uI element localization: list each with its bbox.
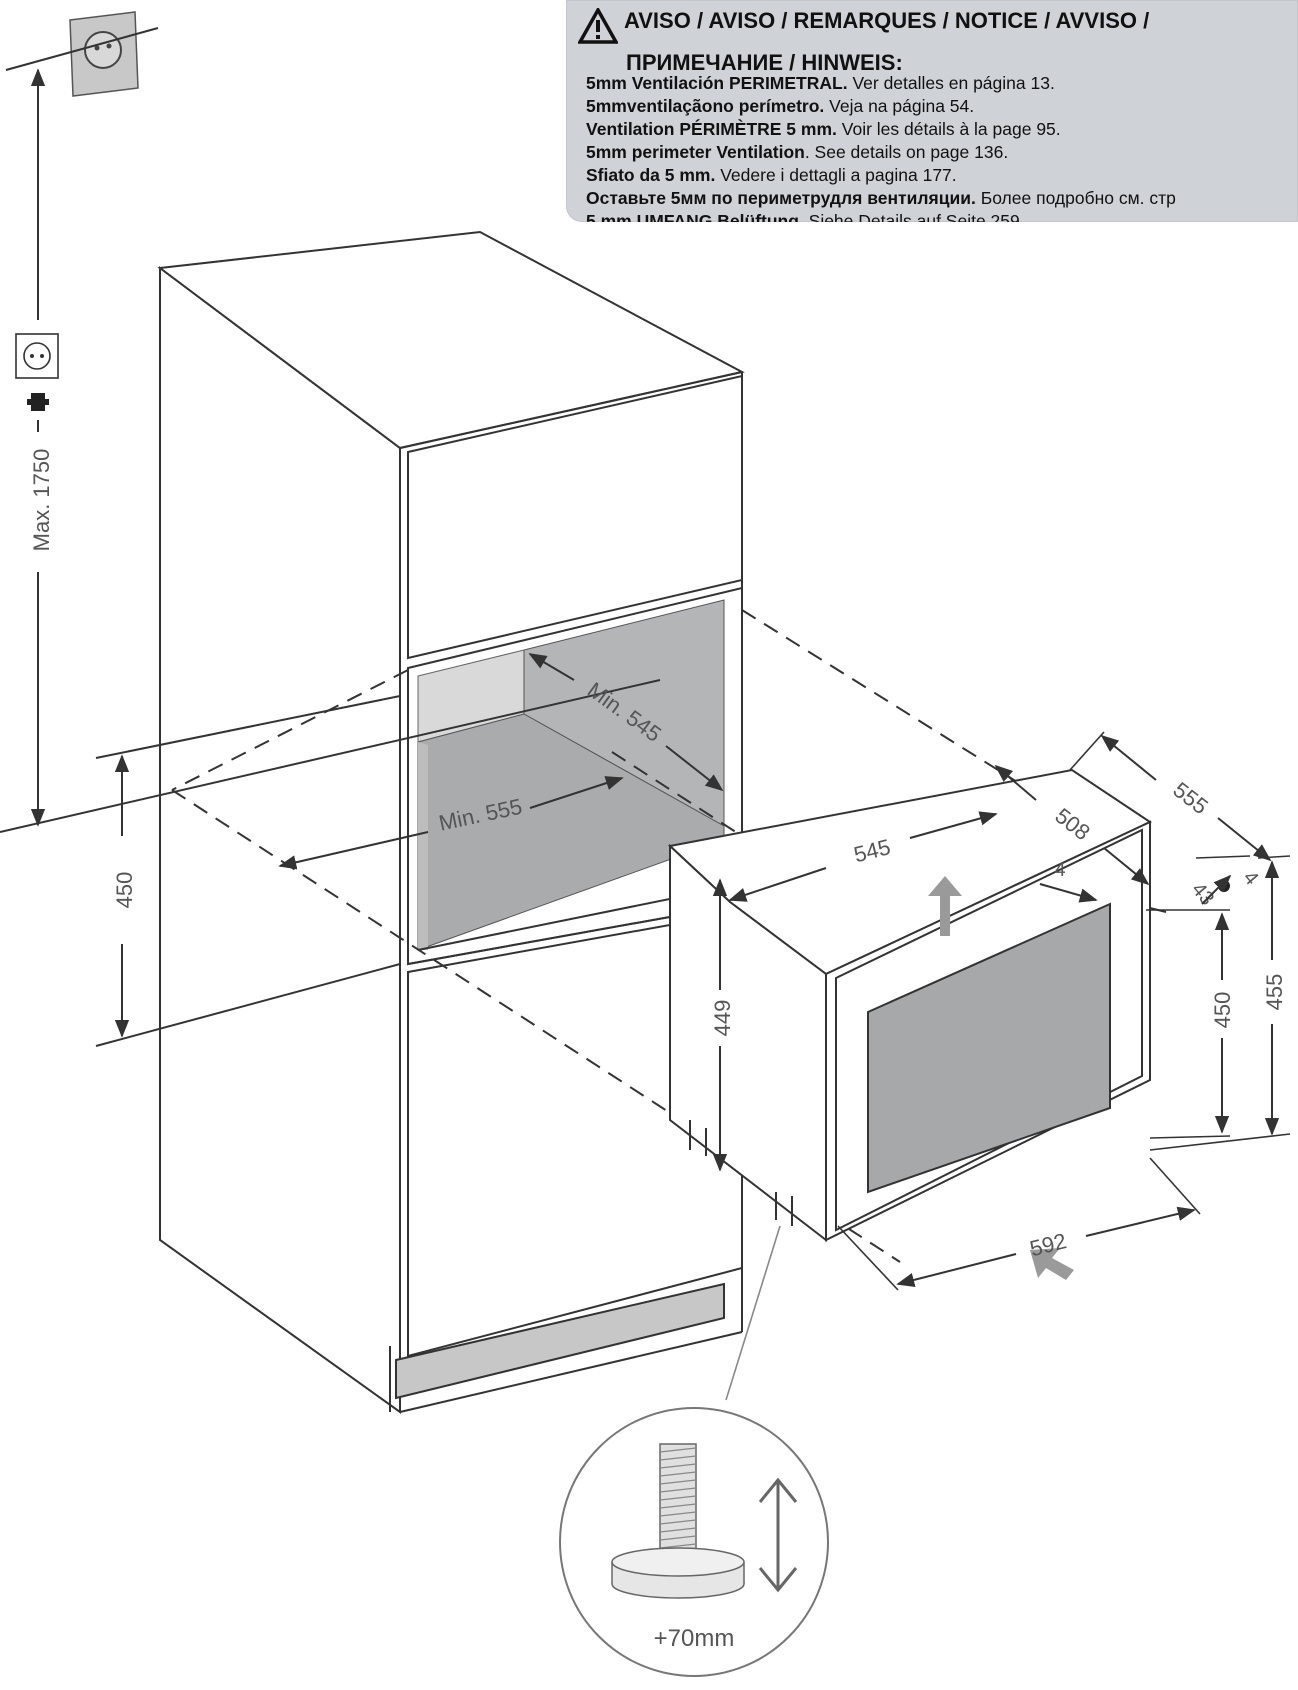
max-height-label: Max. 1750 — [29, 449, 54, 552]
tall-cabinet — [157, 230, 745, 1414]
adjustable-foot-icon — [611, 1443, 745, 1599]
plug-icon — [27, 393, 49, 411]
door-height-dimension: 455 — [1149, 855, 1291, 1151]
front-height-label: 450 — [1210, 992, 1235, 1029]
foot-detail: +70mm — [559, 1225, 829, 1677]
adjust-up-down-arrow-icon — [758, 1477, 798, 1593]
notice-header: AVISO / AVISO / REMARQUES / NOTICE / AVV… — [577, 6, 1150, 76]
notice-line: 5mm Ventilación PERIMETRAL. Ver detalles… — [586, 73, 1055, 93]
ventilation-notice: AVISO / AVISO / REMARQUES / NOTICE / AVV… — [566, 0, 1298, 222]
foot-adjust-label: +70mm — [654, 1625, 735, 1652]
front-height-dimension: 450 — [1146, 909, 1235, 1139]
notice-lines: 5mm Ventilación PERIMETRAL. Ver detalles… — [586, 72, 1176, 222]
body-height-label: 449 — [710, 1000, 735, 1037]
airflow-in-arrow-icon — [1030, 1248, 1074, 1280]
door-height-label: 455 — [1262, 974, 1287, 1011]
notice-line: Ventilation PÉRIMÈTRE 5 mm. Voir les dét… — [586, 119, 1061, 139]
gap-right-label: 4 — [1239, 867, 1263, 890]
appliance — [667, 768, 1153, 1243]
warning-triangle-icon — [577, 6, 619, 50]
notice-title-line1: AVISO / AVISO / REMARQUES / NOTICE / AVV… — [624, 8, 1150, 33]
gap-left-label: 4 — [1054, 859, 1065, 881]
body-height-dimension: 449 — [710, 878, 735, 1172]
notice-line: Sfiato da 5 mm. Vedere i dettagli a pagi… — [586, 165, 957, 185]
niche-opening — [407, 586, 743, 966]
power-socket-icon — [15, 333, 59, 379]
notice-line: 5mmventilaçãono perímetro. Veja na págin… — [586, 96, 975, 116]
door-thickness-label: 43 — [1187, 879, 1218, 910]
plinth — [389, 1282, 725, 1412]
niche-extension-lines — [0, 679, 661, 1047]
notice-line: 5mm perimeter Ventilation. See details o… — [586, 142, 1009, 162]
upper-door — [407, 374, 743, 660]
front-width-label: 592 — [1027, 1228, 1069, 1261]
niche-height-dimension: 450 — [112, 754, 137, 1038]
niche-height-label: 450 — [112, 872, 137, 909]
wall-socket-icon — [5, 11, 159, 97]
airflow-up-arrow-icon — [928, 876, 962, 936]
notice-line: 5 mm UMFANG Belüftung. Siehe Details auf… — [586, 211, 1025, 222]
depth-total-label: 555 — [1168, 777, 1212, 819]
notice-title-line2: ПРИМЕЧАНИЕ / HINWEIS: — [626, 50, 903, 75]
max-height-dimension: Max. 1750 — [29, 68, 54, 827]
notice-line: Оставьте 5мм по периметрудля вентиляции.… — [586, 188, 1176, 208]
lower-door — [407, 910, 743, 1358]
